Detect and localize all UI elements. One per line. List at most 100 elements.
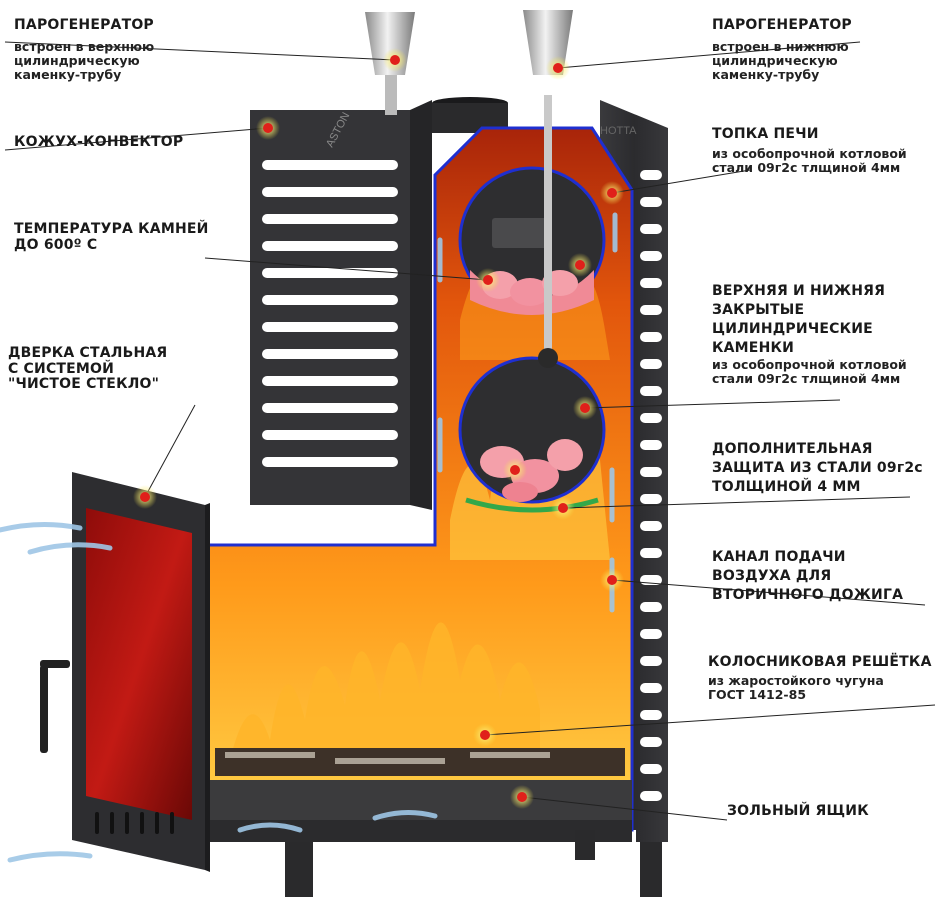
callout-dot (510, 785, 534, 809)
callout-dot (256, 116, 280, 140)
callout-air-channel: КАНАЛ ПОДАЧИ ВОЗДУХА ДЛЯ ВТОРИЧНОГО ДОЖИ… (712, 548, 903, 605)
callout-dot (503, 458, 527, 482)
lower-heater (458, 356, 606, 513)
panel-slot (640, 602, 662, 612)
callout-ash-box: ЗОЛЬНЫЙ ЯЩИК (727, 803, 869, 820)
callout-grate: КОЛОСНИКОВАЯ РЕШЁТКА из жаростойкого чуг… (708, 654, 932, 702)
door-vent (155, 812, 159, 834)
callout-dot (473, 723, 497, 747)
panel-slot (640, 494, 662, 504)
callout-dot (600, 181, 624, 205)
door-vent (125, 812, 129, 834)
panel-slot (640, 413, 662, 423)
callout-dot (133, 485, 157, 509)
callout-extra-protection: ДОПОЛНИТЕЛЬНАЯ ЗАЩИТА ИЗ СТАЛИ 09г2с ТОЛ… (712, 440, 923, 497)
callout-leader-line (557, 41, 861, 69)
door-vent (110, 812, 114, 834)
callout-title: КОЛОСНИКОВАЯ РЕШЁТКА (708, 654, 932, 670)
callout-casing: КОЖУХ-КОНВЕКТОР (14, 134, 184, 151)
panel-slot (640, 332, 662, 342)
casing-slot (262, 295, 398, 305)
panel-slot (640, 521, 662, 531)
panel-slot (640, 278, 662, 288)
callout-leader-line (611, 579, 926, 606)
casing-slot (262, 187, 398, 197)
convector-casing: ASTON (250, 100, 432, 510)
casing-slot (262, 214, 398, 224)
callout-door: ДВЕРКА СТАЛЬНАЯ С СИСТЕМОЙ "ЧИСТОЕ СТЕКЛ… (8, 345, 168, 393)
panel-slot (640, 224, 662, 234)
callout-title: ПАРОГЕНЕРАТОР (712, 17, 852, 33)
panel-slot (640, 359, 662, 369)
panel-slot (640, 170, 662, 180)
callout-title: ТЕМПЕРАТУРА КАМНЕЙ ДО 600º С (14, 221, 209, 253)
callout-dot (573, 396, 597, 420)
callout-heaters: ВЕРХНЯЯ И НИЖНЯЯ ЗАКРЫТЫЕ ЦИЛИНДРИЧЕСКИЕ… (712, 282, 907, 386)
callout-dot (600, 568, 624, 592)
panel-slot (640, 791, 662, 801)
callout-title: КАНАЛ ПОДАЧИ ВОЗДУХА ДЛЯ ВТОРИЧНОГО ДОЖИ… (712, 549, 904, 603)
callout-leader-line (521, 796, 728, 821)
casing-slot (262, 457, 398, 467)
callout-leader-line (484, 704, 936, 736)
callout-leader-line (144, 404, 196, 498)
panel-slot (640, 764, 662, 774)
callout-leader-line (4, 127, 269, 151)
callout-dot (568, 253, 592, 277)
steam-pipe (544, 95, 552, 360)
casing-slot (262, 430, 398, 440)
casing-slot (262, 322, 398, 332)
panel-slot (640, 737, 662, 747)
panel-slot (640, 548, 662, 558)
casing-slot (262, 403, 398, 413)
door-vent (140, 812, 144, 834)
casing-slot (262, 160, 398, 170)
callout-dot (383, 48, 407, 72)
door-vent (95, 812, 99, 834)
panel-slot (640, 683, 662, 693)
panel-slot (640, 629, 662, 639)
callout-title: ТОПКА ПЕЧИ (712, 126, 819, 142)
callout-title: ЗОЛЬНЫЙ ЯЩИК (727, 803, 869, 819)
front-door (40, 472, 210, 872)
callout-leader-line (4, 41, 396, 61)
callout-leader-line (562, 496, 911, 509)
casing-slot (262, 376, 398, 386)
upper-heater (458, 166, 606, 315)
door-vent (170, 812, 174, 834)
casing-slot (262, 241, 398, 251)
panel-slot (640, 467, 662, 477)
callout-stone-temp: ТЕМПЕРАТУРА КАМНЕЙ ДО 600º С (14, 221, 209, 253)
panel-slot (640, 305, 662, 315)
callout-title: ВЕРХНЯЯ И НИЖНЯЯ ЗАКРЫТЫЕ ЦИЛИНДРИЧЕСКИЕ… (712, 283, 886, 356)
callout-title: ПАРОГЕНЕРАТОР (14, 17, 154, 33)
callout-title: ДОПОЛНИТЕЛЬНАЯ ЗАЩИТА ИЗ СТАЛИ 09г2с ТОЛ… (712, 441, 923, 495)
casing-slot (262, 268, 398, 278)
callout-leader-line (204, 257, 489, 281)
callout-title: ДВЕРКА СТАЛЬНАЯ С СИСТЕМОЙ "ЧИСТОЕ СТЕКЛ… (8, 345, 168, 393)
panel-slot (640, 386, 662, 396)
callout-dot (476, 268, 500, 292)
callout-title: КОЖУХ-КОНВЕКТОР (14, 134, 184, 150)
panel-slot (640, 197, 662, 207)
brand-mark-hotta: HOTTA (600, 125, 637, 137)
callout-dot (546, 56, 570, 80)
callout-leader-line (584, 399, 841, 409)
panel-slot (640, 251, 662, 261)
casing-slot (262, 349, 398, 359)
panel-slot (640, 710, 662, 720)
panel-slot (640, 440, 662, 450)
air-flow-arrows (0, 212, 618, 863)
callout-dot (551, 496, 575, 520)
panel-slot (640, 656, 662, 666)
callout-leader-line (611, 169, 751, 194)
